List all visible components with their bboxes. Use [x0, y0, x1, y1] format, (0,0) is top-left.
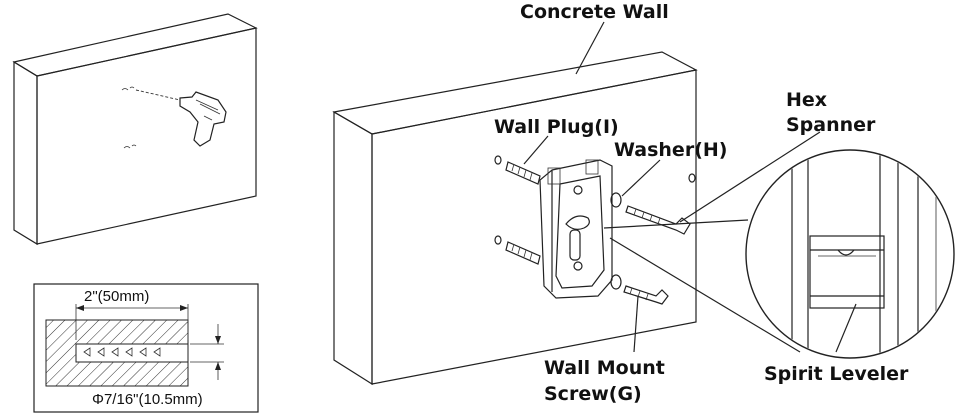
screw-upper — [625, 205, 691, 235]
wall-mount-bracket — [539, 159, 613, 299]
washer-lower — [610, 274, 622, 290]
diameter-dimension-label: Φ7/16"(10.5mm) — [92, 391, 203, 408]
drill-icon — [179, 91, 227, 147]
leader-lines — [523, 21, 857, 353]
wall-plug-upper — [494, 155, 541, 185]
screw-hole-marker — [688, 173, 696, 183]
small-wall-drilling-illustration — [12, 13, 258, 246]
depth-dimension-label: 2"(50mm) — [84, 288, 149, 305]
drill-depth-cross-section: 2"(50mm) Φ7/16"(10.5mm) — [33, 283, 259, 413]
wall-mount-screw-label-line2: Screw(G) — [544, 383, 642, 405]
washer-label: Washer(H) — [614, 139, 727, 161]
hex-spanner-label-line2: Spanner — [786, 114, 876, 136]
hex-spanner-label-line1: Hex — [786, 89, 827, 111]
wall-plug-label: Wall Plug(I) — [494, 116, 619, 138]
screw-lower — [623, 285, 669, 305]
wall-mount-screw-label-line1: Wall Mount — [544, 357, 665, 379]
washer-upper — [610, 192, 622, 208]
spirit-leveler-detail — [745, 149, 955, 359]
concrete-wall — [332, 51, 698, 386]
concrete-wall-label: Concrete Wall — [520, 1, 669, 23]
spirit-leveler-label: Spirit Leveler — [764, 363, 909, 385]
wall-plug-lower — [494, 235, 541, 265]
